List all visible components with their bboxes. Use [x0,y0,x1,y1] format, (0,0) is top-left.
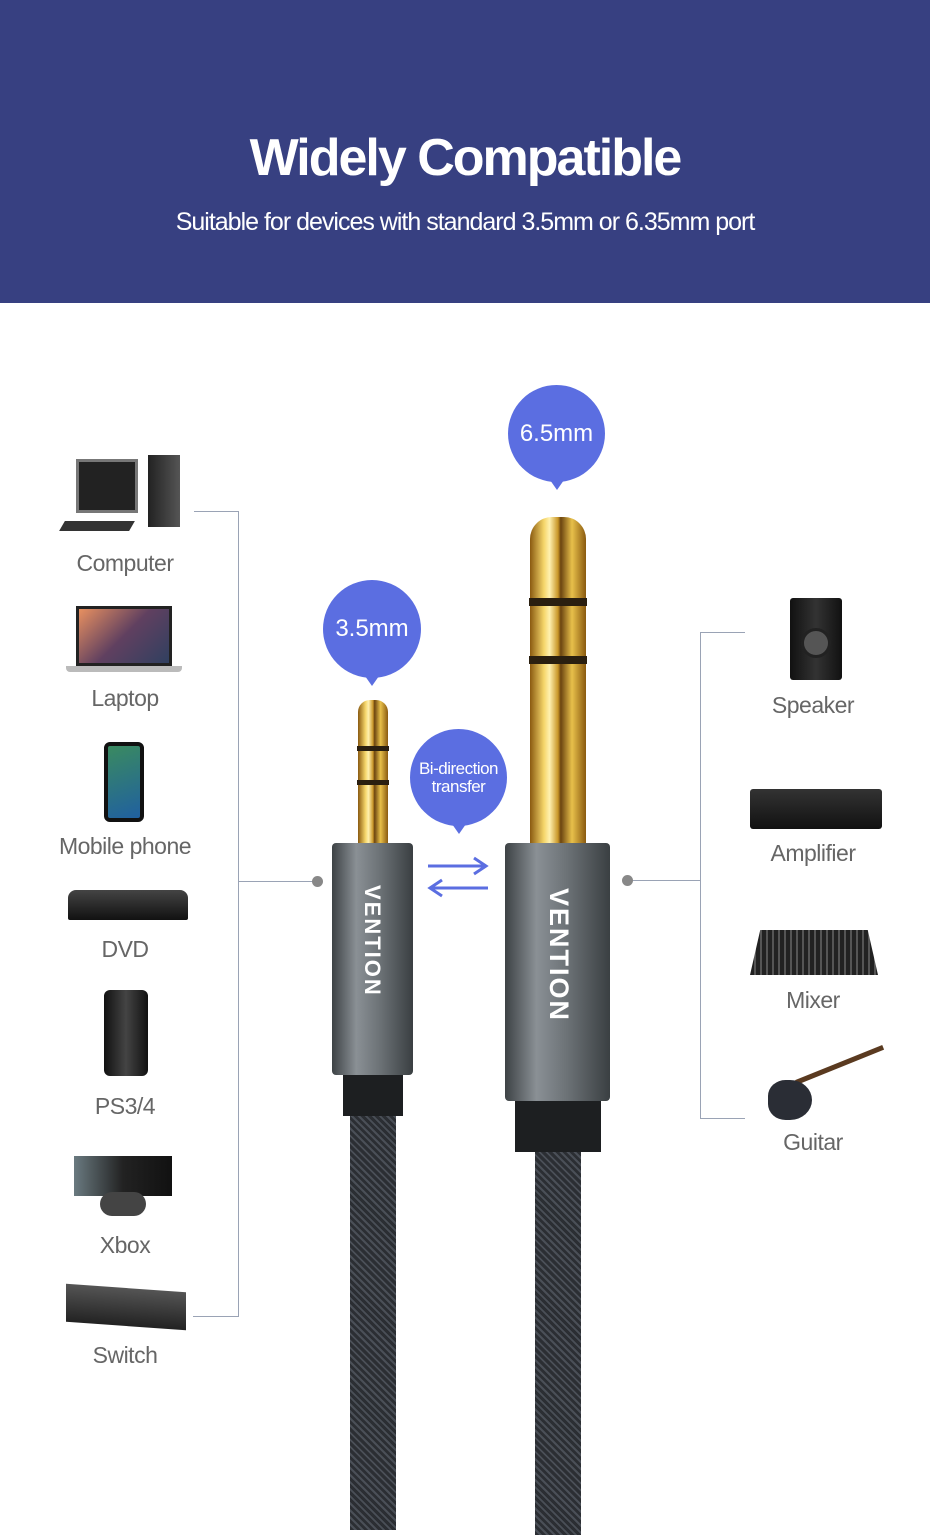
device-label-xbox: Xbox [99,1232,151,1258]
phone-icon [104,742,144,822]
plug-ring [357,780,389,785]
mixer-icon [750,930,878,975]
plug-collar-3-5mm [343,1072,403,1116]
device-label-amplifier: Amplifier [770,840,856,866]
device-label-mobile-phone: Mobile phone [58,833,192,859]
size-bubble-3-5mm: 3.5mm [323,580,421,686]
device-label-switch: Switch [92,1342,158,1368]
page-subtitle: Suitable for devices with standard 3.5mm… [175,208,756,236]
bracket-divider [700,632,745,633]
brand-label-large: VENTION [544,888,574,1023]
device-label-laptop: Laptop [91,685,159,711]
connector-line-left [238,881,317,882]
dvd-icon [68,890,188,920]
console-icon [74,1156,172,1220]
size-bubble-6-5mm: 6.5mm [508,385,605,490]
connector-dot-left [312,876,323,887]
device-label-dvd: DVD [101,936,149,962]
cable-3-5mm [350,1110,396,1530]
connector-line-right [627,880,700,881]
cable-6-5mm [535,1145,581,1535]
bubble-label: 3.5mm [335,615,409,642]
plug-tip-6-5mm [530,517,586,847]
device-label-guitar: Guitar [783,1129,843,1155]
device-label-computer: Computer [76,550,174,576]
plug-ring [529,656,587,664]
device-label-ps34: PS3/4 [94,1093,156,1119]
bubble-label: 6.5mm [519,419,594,447]
guitar-icon [766,1044,890,1126]
right-bracket [700,632,701,1119]
device-label-speaker: Speaker [771,692,855,718]
laptop-icon [66,606,182,674]
amplifier-icon [750,789,882,829]
plug-tip-3-5mm [358,700,388,846]
bracket-divider [194,511,238,512]
bubble-label-line1: Bi-direction [418,758,499,778]
bidirection-bubble: Bi-direction transfer [410,729,507,834]
switch-icon [66,1283,186,1331]
connector-dot-right [622,875,633,886]
device-label-mixer: Mixer [786,987,840,1013]
left-bracket [238,511,239,1317]
plug-body-6-5mm [505,843,610,1101]
plug-ring [357,746,389,751]
header-banner: Widely Compatible Suitable for devices w… [0,0,930,303]
bubble-label-line2: transfer [431,776,486,796]
plug-ring [529,598,587,606]
hard-drive-icon [104,990,148,1076]
brand-label-small: VENTION [360,885,385,997]
bracket-divider [700,1118,745,1119]
plug-collar-6-5mm [515,1098,601,1152]
bidirectional-arrows-icon [427,856,489,898]
bracket-divider [193,1316,238,1317]
page-title: Widely Compatible [249,129,683,187]
speaker-icon [790,598,842,680]
computer-icon [59,455,182,540]
plug-body-3-5mm [332,843,413,1075]
